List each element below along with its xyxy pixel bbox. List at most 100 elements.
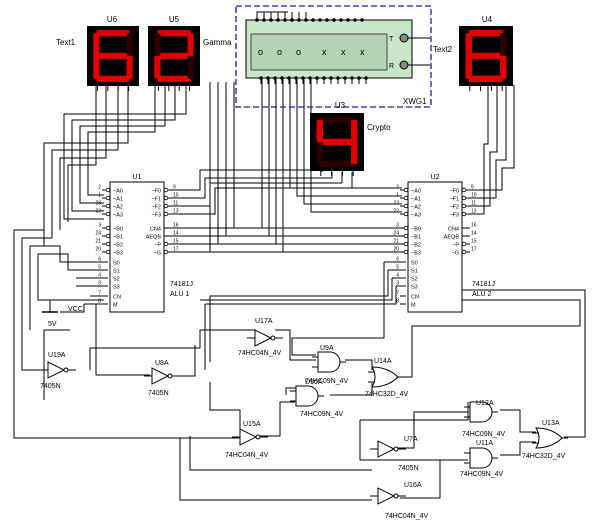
u13a-or-gate xyxy=(532,427,568,449)
wg-ref: XWG1 xyxy=(403,97,427,106)
alu1-pin-nb3: ~B3 xyxy=(113,251,123,257)
alu1-pin-s2: S2 xyxy=(113,277,120,283)
u5-label: Gamma xyxy=(203,38,232,47)
word-generator[interactable]: o o o x x x T R Text2 XWG1 xyxy=(235,5,453,108)
u6-segment-a xyxy=(96,30,130,37)
alu1-pin-cn: CN xyxy=(113,295,121,301)
vcc-label: VCC xyxy=(68,306,83,313)
u19a-part: 7405N xyxy=(40,383,61,390)
alu2-pin-na1: ~A1 xyxy=(411,197,421,203)
alu2-name: ALU 2 xyxy=(472,291,492,298)
alu1-pin-num: 17 xyxy=(173,247,179,253)
alu1-pin-na1: ~A1 xyxy=(113,197,123,203)
alu2-pin-nb2: ~B2 xyxy=(411,243,421,249)
wg-terminal-r[interactable] xyxy=(399,60,409,70)
wg-pin-r-label: R xyxy=(389,63,394,70)
alu-1-chip[interactable]: ~A02~A11~A223~A322~B03~B124~B221~B320S06… xyxy=(95,174,193,313)
seven-segment-displays xyxy=(87,26,513,176)
alu-2-chip[interactable]: ~A02~A11~A223~A322~B03~B124~B221~B320S06… xyxy=(393,174,495,313)
u6-label: Text1 xyxy=(56,38,76,47)
alu1-pin-ng: ~G xyxy=(154,251,162,257)
wg-terminal-t[interactable] xyxy=(399,33,409,43)
alu2-pin-nf2: ~F2 xyxy=(449,205,459,211)
alu2-pin-num: 10 xyxy=(471,193,477,199)
volts-label: 5V xyxy=(48,321,57,328)
alu1-pin-nf0: ~F0 xyxy=(151,189,161,195)
u8a-part: 7405N xyxy=(148,390,169,397)
u7a-ref: U7A xyxy=(404,436,418,443)
u17a-not-gate xyxy=(247,329,283,347)
alu2-pin-num: 3 xyxy=(396,281,399,287)
alu1-pin-num: 8 xyxy=(98,299,101,305)
u3-seven-seg-display xyxy=(310,113,364,176)
u4-segment-b xyxy=(500,33,507,56)
alu2-pin-na3: ~A3 xyxy=(411,213,421,219)
alu2-pin-num: 17 xyxy=(471,247,477,253)
u14a-part: 74HC32D_4V xyxy=(365,391,409,398)
alu1-pin-num: 16 xyxy=(173,223,179,229)
alu1-pin-num: 5 xyxy=(98,265,101,271)
alu2-pin-num: 7 xyxy=(396,291,399,297)
u4-segment-f xyxy=(465,33,472,56)
alu1-pin-num: 15 xyxy=(173,239,179,245)
u3-segment-g xyxy=(319,138,355,146)
alu1-pin-num: 22 xyxy=(95,209,101,215)
alu2-pin-num: 16 xyxy=(471,223,477,229)
u8a-not-gate xyxy=(144,367,180,385)
u6-segment-d xyxy=(96,75,130,82)
u5-segment-b xyxy=(187,33,194,56)
u5-segment-a xyxy=(157,30,191,37)
u3-label: Crypto xyxy=(367,123,391,132)
u9a-part: 74HC09N_4V xyxy=(305,378,349,385)
alu1-pin-s1: S1 xyxy=(113,269,120,275)
logic-gates xyxy=(40,329,568,505)
alu1-pin-num: 7 xyxy=(98,291,101,297)
alu2-pin-num: 11 xyxy=(471,201,476,207)
alu2-pin-nf0: ~F0 xyxy=(449,189,459,195)
alu1-pin-num: 9 xyxy=(173,185,176,191)
alu2-pin-num: 22 xyxy=(393,209,399,215)
alu1-pin-num: 1 xyxy=(98,193,101,199)
alu2-pin-num: 1 xyxy=(396,193,399,199)
u3-segment-b xyxy=(351,119,358,142)
u15a-part: 74HC04N_4V xyxy=(225,452,269,459)
alu2-pin-na2: ~A2 xyxy=(411,205,421,211)
alu2-pin-num: 9 xyxy=(471,185,474,191)
u5-segment-e xyxy=(154,56,161,79)
u6-segment-c xyxy=(126,56,133,79)
alu1-part: 74181J xyxy=(170,281,193,288)
alu1-pin-num: 4 xyxy=(98,273,101,279)
alu2-pin-m: M xyxy=(411,303,416,309)
u5-seven-seg-display xyxy=(148,26,200,91)
wg-cell-1: o xyxy=(277,47,282,57)
alu1-pin-num: 3 xyxy=(98,281,101,287)
u9a-and-gate xyxy=(312,351,346,373)
alu2-pin-num: 23 xyxy=(393,201,399,207)
alu1-pin-nb2: ~B2 xyxy=(113,243,123,249)
alu2-pin-nf1: ~F1 xyxy=(449,197,459,203)
u3-segment-e xyxy=(316,142,323,165)
alu2-pin-s3: S3 xyxy=(411,285,418,291)
alu1-pin-nf1: ~F1 xyxy=(151,197,161,203)
alu2-pin-num: 8 xyxy=(396,299,399,305)
alu1-ref: U1 xyxy=(133,174,142,181)
u10a-part: 74HC09N_4V xyxy=(300,411,344,418)
alu1-pin-na2: ~A2 xyxy=(113,205,123,211)
alu2-pin-num: 20 xyxy=(393,247,399,253)
u15a-not-gate xyxy=(232,428,268,446)
u4-segment-e xyxy=(465,56,472,79)
alu2-pin-ng: ~G xyxy=(452,251,460,257)
alu1-pin-num: 10 xyxy=(173,193,179,199)
alu2-ref: U2 xyxy=(431,174,440,181)
u17a-part: 74HC04N_4V xyxy=(238,350,282,357)
alu1-pin-num: 13 xyxy=(173,209,179,215)
alu2-pin-nf3: ~F3 xyxy=(449,213,459,219)
alu1-pin-aeqb: AEQB xyxy=(146,235,162,241)
alu2-pin-nb0: ~B0 xyxy=(411,227,421,233)
alu1-pin-na0: ~A0 xyxy=(113,189,123,195)
alu2-pin-num: 2 xyxy=(396,185,399,191)
u16a-part: 74HC04N_4V xyxy=(385,513,429,520)
u5-segment-c xyxy=(187,56,194,79)
alu1-pin-num: 3 xyxy=(98,223,101,229)
